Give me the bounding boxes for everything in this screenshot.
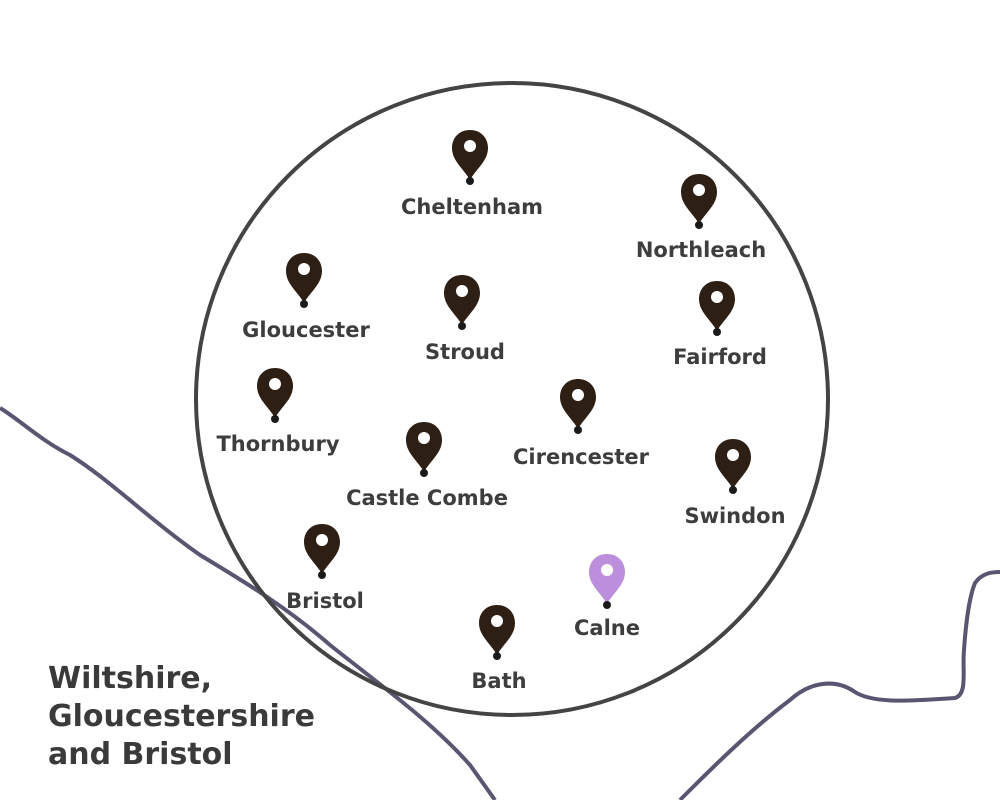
map-pin-icon[interactable] [477, 603, 517, 661]
map-pin-icon[interactable] [679, 172, 719, 230]
title-line-3: and Bristol [48, 737, 233, 772]
county-border-left [0, 406, 497, 800]
place-label: Swindon [684, 504, 786, 528]
map-pin-icon[interactable] [404, 420, 444, 478]
place-label: Northleach [635, 238, 767, 262]
map-pin-icon[interactable] [442, 273, 482, 331]
region-circle [194, 81, 830, 717]
place-label: Gloucester [242, 318, 370, 342]
map-pin-icon[interactable] [713, 437, 753, 495]
region-title: Wiltshire, Gloucestershire and Bristol [48, 660, 315, 774]
title-line-1: Wiltshire, [48, 661, 213, 696]
map-pin-icon[interactable] [697, 279, 737, 337]
place-label: Bristol [286, 589, 364, 613]
place-label: Bath [471, 669, 527, 693]
map-pin-icon[interactable] [302, 522, 342, 580]
place-label: Fairford [673, 345, 767, 369]
place-label: Stroud [425, 340, 505, 364]
place-label: Cheltenham [400, 195, 544, 219]
place-label: Cirencester [513, 445, 649, 469]
map-pin-icon[interactable] [450, 128, 490, 186]
title-line-2: Gloucestershire [48, 699, 315, 734]
place-label: Thornbury [216, 432, 340, 456]
map-pin-icon[interactable] [558, 377, 598, 435]
highlighted-map-pin-icon[interactable] [587, 552, 627, 610]
place-label: Calne [574, 616, 640, 640]
map-pin-icon[interactable] [284, 251, 324, 309]
map-pin-icon[interactable] [255, 366, 295, 424]
place-label: Castle Combe [346, 486, 508, 510]
county-border-right [678, 570, 1000, 800]
